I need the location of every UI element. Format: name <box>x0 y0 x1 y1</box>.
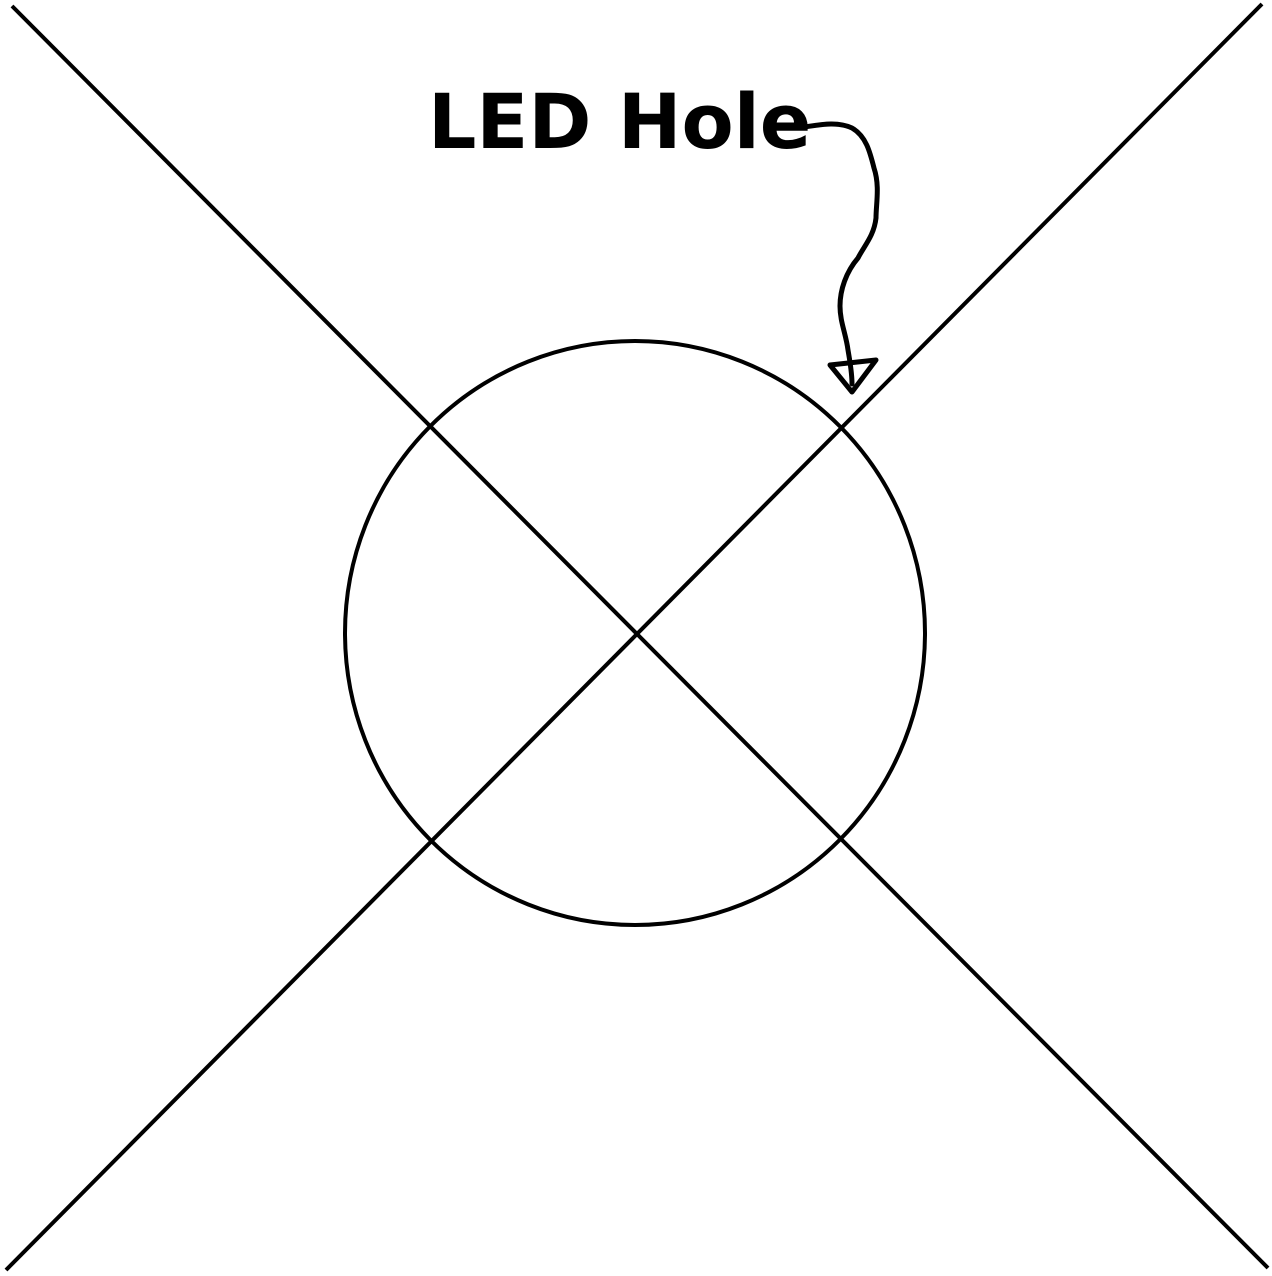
diagonal-line-top-left-to-bottom-right <box>10 4 1270 1270</box>
diagonal-line-top-right-to-bottom-left <box>4 2 1264 1272</box>
squiggly-arrow-line <box>794 121 880 387</box>
arrow-head-icon <box>827 357 879 395</box>
led-hole-circle <box>343 339 927 927</box>
led-hole-label: LED Hole <box>428 77 811 166</box>
